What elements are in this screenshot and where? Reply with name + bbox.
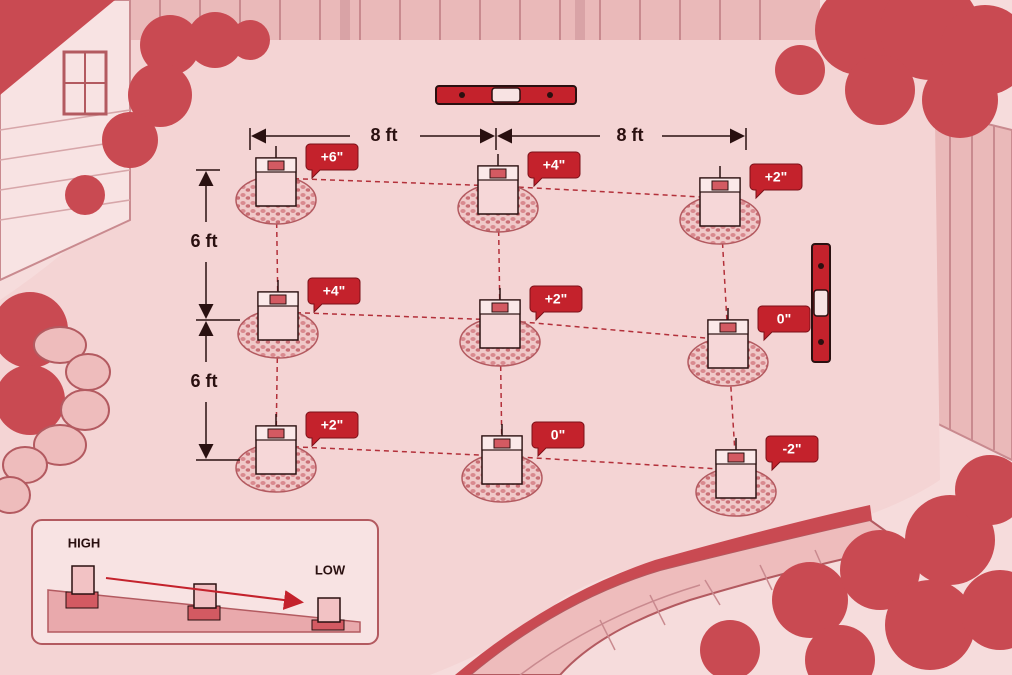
height-tag-label: +4" bbox=[543, 157, 566, 173]
height-tag: +2" bbox=[305, 411, 359, 448]
side-fence bbox=[929, 108, 1012, 462]
spirit-level-vertical bbox=[811, 243, 831, 363]
spirit-level-horizontal bbox=[435, 85, 577, 105]
dimension-left: 6 ft 6 ft bbox=[191, 169, 240, 461]
height-tag: 0" bbox=[531, 421, 585, 458]
height-tag: -2" bbox=[765, 435, 819, 472]
height-tag: +4" bbox=[527, 151, 581, 188]
rock-border-left bbox=[0, 292, 111, 514]
height-tag: +6" bbox=[305, 143, 359, 180]
pier: +6" bbox=[235, 143, 359, 225]
height-tag-label: +2" bbox=[545, 291, 568, 307]
dimension-label-top-right: 8 ft bbox=[617, 125, 644, 145]
legend-high-label: HIGH bbox=[68, 535, 101, 550]
height-tag-label: 0" bbox=[551, 427, 565, 443]
height-tag-label: +4" bbox=[323, 283, 346, 299]
height-tag: +2" bbox=[749, 163, 803, 200]
height-tag-label: -2" bbox=[782, 441, 801, 457]
pier: +2" bbox=[679, 163, 803, 245]
pier: +2" bbox=[235, 411, 359, 493]
legend-low-label: LOW bbox=[315, 562, 346, 577]
shrubs-left bbox=[65, 12, 270, 215]
stone-path bbox=[455, 505, 908, 675]
dimension-top: 8 ft 8 ft bbox=[249, 125, 747, 150]
pier: +4" bbox=[457, 151, 581, 233]
slope-legend: HIGH LOW bbox=[31, 519, 379, 645]
legend-pier-mid bbox=[193, 583, 217, 609]
shrubs-top-right bbox=[775, 0, 1012, 138]
pier: +4" bbox=[237, 277, 361, 359]
slope-arrow bbox=[105, 577, 304, 610]
height-tag: +4" bbox=[307, 277, 361, 314]
legend-pier-high bbox=[71, 565, 95, 595]
pier: 0" bbox=[687, 305, 811, 387]
height-tag-label: 0" bbox=[777, 311, 791, 327]
string-line-row bbox=[277, 311, 729, 341]
height-tag-label: +2" bbox=[765, 169, 788, 185]
pier: -2" bbox=[695, 435, 819, 517]
string-line-column bbox=[719, 197, 737, 471]
dimension-label-top-left: 8 ft bbox=[371, 125, 398, 145]
pier: 0" bbox=[461, 421, 585, 503]
legend-pier-low bbox=[317, 597, 341, 623]
pier: +2" bbox=[459, 285, 583, 367]
dimension-label-lower-left: 6 ft bbox=[191, 371, 218, 391]
pier-grid: +6" +4" +2" +4" +2" 0" +2" 0" -2" bbox=[235, 143, 819, 517]
dimension-label-upper-left: 6 ft bbox=[191, 231, 218, 251]
height-tag: +2" bbox=[529, 285, 583, 322]
height-tag-label: +6" bbox=[321, 149, 344, 165]
height-tag: 0" bbox=[757, 305, 811, 342]
shrubs-bottom-right bbox=[700, 455, 1012, 675]
string-line-row bbox=[275, 177, 721, 199]
height-tag-label: +2" bbox=[321, 417, 344, 433]
